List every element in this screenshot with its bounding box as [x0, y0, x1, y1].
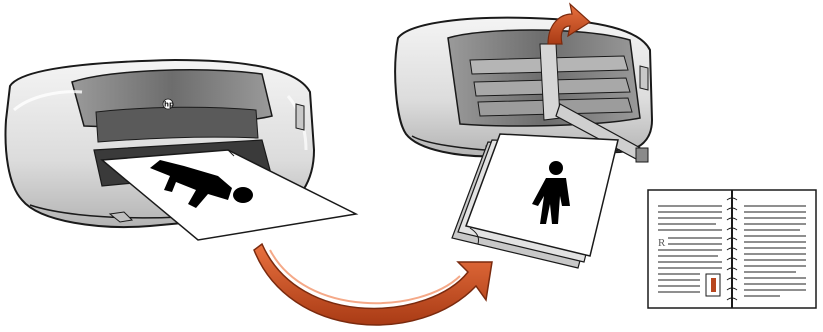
page-letter: R	[658, 237, 666, 249]
booklet-icon: R	[648, 190, 816, 308]
curved-arrow-icon	[254, 244, 492, 325]
logo-text: hp	[164, 101, 174, 109]
